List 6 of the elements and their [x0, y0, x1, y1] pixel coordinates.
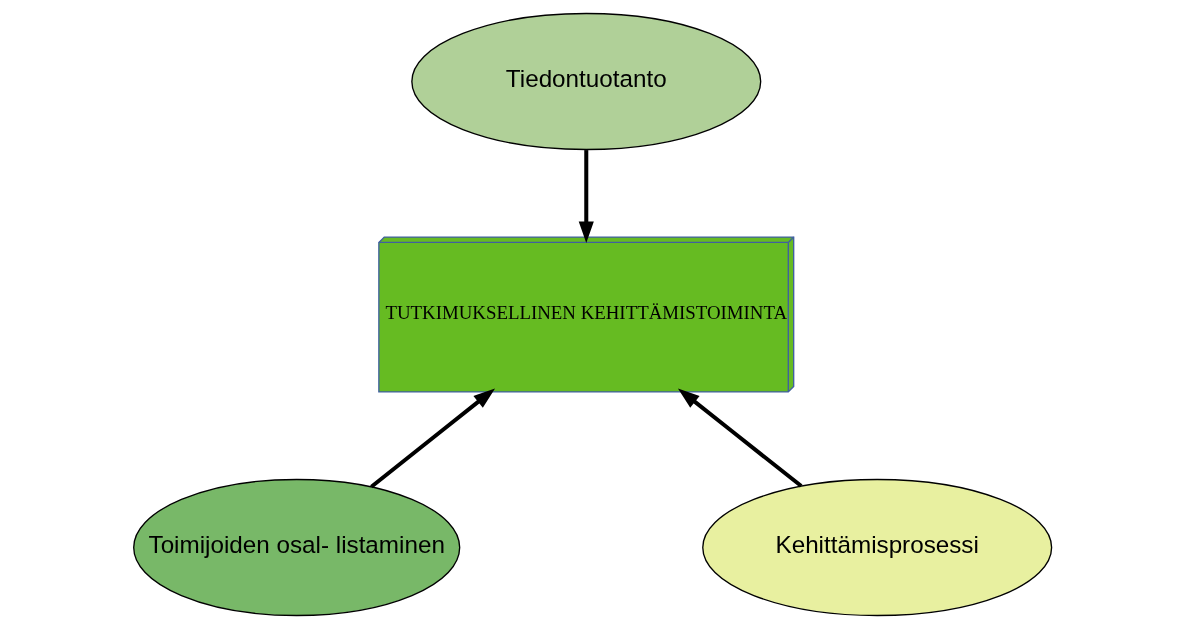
- node-ellipse: Toimijoiden osal- listaminen: [133, 478, 461, 617]
- node-ellipse: Tiedontuotanto: [411, 12, 762, 151]
- arrow: [370, 388, 496, 489]
- arrow: [677, 388, 803, 488]
- node-ellipse: Kehittämisprosessi: [702, 478, 1053, 617]
- arrow: [578, 150, 594, 244]
